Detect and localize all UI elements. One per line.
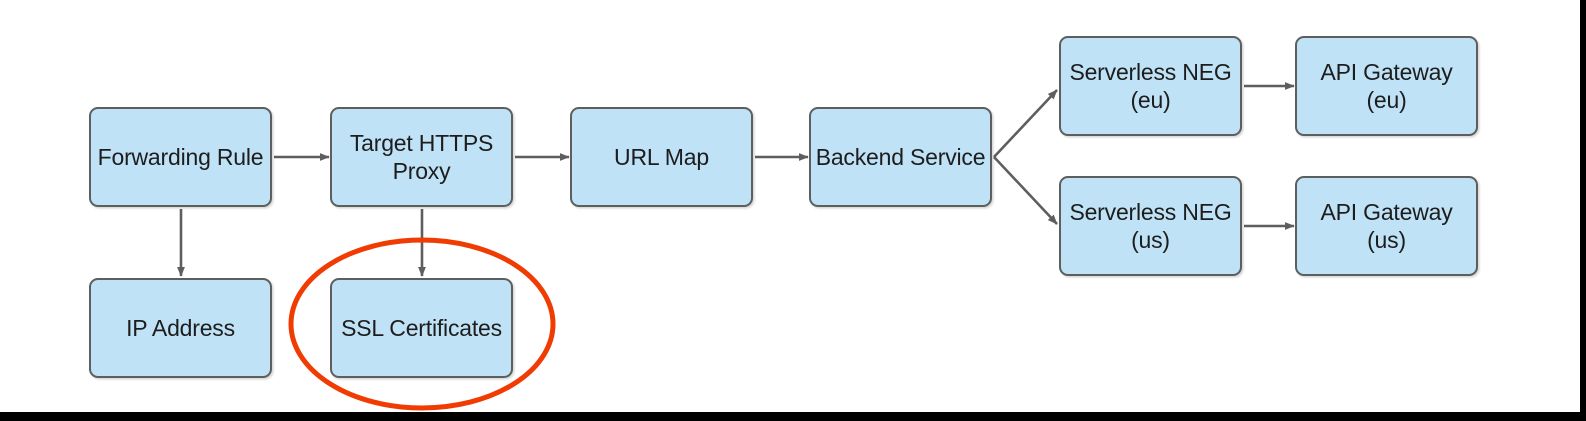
node-api-gateway-eu-label: API Gateway (eu) [1320,58,1453,113]
connector-backend-service-to-serverless-neg-us [993,156,1058,225]
node-ssl-certificates-label: SSL Certificates [341,314,502,341]
node-backend-service-label: Backend Service [815,143,986,170]
node-target-https-proxy[interactable]: Target HTTPS Proxy [330,107,513,207]
frame-edge-bottom [0,412,1586,421]
ssl-certificates-highlight-ellipse [288,237,556,411]
node-serverless-neg-eu[interactable]: Serverless NEG (eu) [1059,36,1242,136]
node-api-gateway-us[interactable]: API Gateway (us) [1295,176,1478,276]
node-serverless-neg-us-label: Serverless NEG (us) [1069,198,1232,253]
node-api-gateway-eu[interactable]: API Gateway (eu) [1295,36,1478,136]
node-backend-service[interactable]: Backend Service [809,107,992,207]
node-url-map[interactable]: URL Map [570,107,753,207]
node-ip-address-label: IP Address [126,314,235,341]
node-url-map-label: URL Map [614,143,709,170]
connector-backend-service-to-serverless-neg-eu [993,89,1058,158]
node-ip-address[interactable]: IP Address [89,278,272,378]
frame-edge-right [1580,0,1586,421]
node-serverless-neg-eu-label: Serverless NEG (eu) [1069,58,1232,113]
node-target-https-proxy-label: Target HTTPS Proxy [349,129,494,184]
node-api-gateway-us-label: API Gateway (us) [1320,198,1453,253]
node-ssl-certificates[interactable]: SSL Certificates [330,278,513,378]
node-forwarding-rule-label: Forwarding Rule [97,143,264,170]
node-serverless-neg-us[interactable]: Serverless NEG (us) [1059,176,1242,276]
node-forwarding-rule[interactable]: Forwarding Rule [89,107,272,207]
